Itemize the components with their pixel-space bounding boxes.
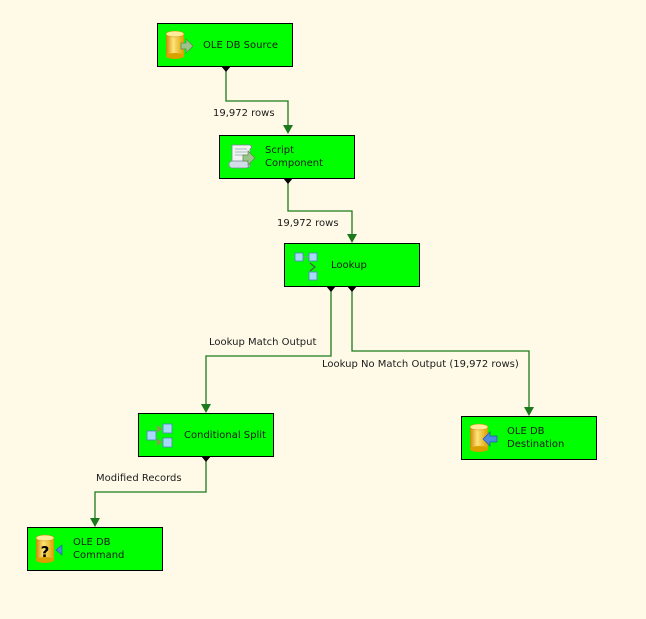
- database-destination-icon: [468, 422, 498, 454]
- database-command-icon: ?: [34, 533, 64, 565]
- edge-script-to-lookup[interactable]: [287, 180, 357, 243]
- node-ole-db-command[interactable]: ? OLE DB Command: [27, 527, 163, 571]
- edge-label-modified-records: Modified Records: [96, 473, 182, 484]
- edge-lookup-to-destination[interactable]: [351, 287, 534, 416]
- output-connectors: [201, 66, 357, 462]
- node-label: Conditional Split: [184, 429, 266, 441]
- node-label: Lookup: [331, 259, 367, 271]
- edge-lookup-to-conditional-split[interactable]: [201, 287, 332, 413]
- edge-conditional-split-to-command[interactable]: [90, 457, 207, 527]
- edge-label-lookup-no-match: Lookup No Match Output (19,972 rows): [322, 359, 519, 370]
- conditional-split-icon: [145, 419, 175, 451]
- node-ole-db-destination[interactable]: OLE DB Destination: [461, 416, 597, 460]
- edge-label-script-to-lookup: 19,972 rows: [277, 218, 339, 229]
- node-label: Script Component: [265, 145, 324, 169]
- node-lookup[interactable]: Lookup: [284, 243, 420, 287]
- edge-source-to-script[interactable]: [225, 68, 293, 134]
- database-source-icon: [164, 29, 194, 61]
- svg-text:?: ?: [41, 543, 50, 561]
- node-script-component[interactable]: Script Component: [219, 135, 355, 179]
- lookup-icon: [291, 249, 321, 281]
- node-label: OLE DB Destination: [507, 426, 565, 450]
- edge-label-lookup-match: Lookup Match Output: [209, 337, 317, 348]
- edge-label-source-to-script: 19,972 rows: [213, 108, 275, 119]
- node-label: OLE DB Command: [73, 537, 125, 561]
- node-label: OLE DB Source: [203, 39, 279, 51]
- node-conditional-split[interactable]: Conditional Split: [138, 413, 274, 457]
- node-ole-db-source[interactable]: OLE DB Source: [157, 23, 293, 67]
- script-icon: [226, 141, 256, 173]
